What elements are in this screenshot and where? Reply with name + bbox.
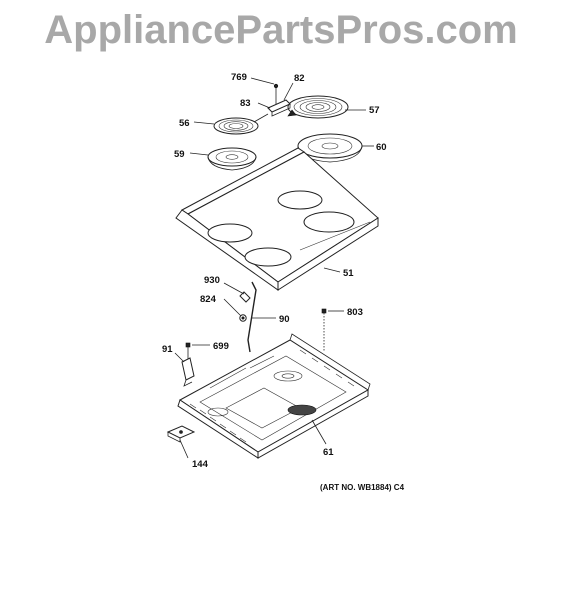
surface-unit-56[interactable] — [213, 113, 269, 135]
callout-144[interactable]: 144 — [192, 459, 209, 470]
callout-83[interactable]: 83 — [240, 98, 251, 109]
callout-59[interactable]: 59 — [174, 149, 185, 160]
wire-ground-90[interactable] — [239, 281, 257, 353]
art-number: (ART NO. WB1884) C4 — [320, 483, 405, 492]
watermark-logo: AppliancePartsPros.com — [44, 8, 518, 52]
callout-51[interactable]: 51 — [343, 268, 354, 279]
callout-91[interactable]: 91 — [162, 344, 173, 355]
callout-61[interactable]: 61 — [323, 447, 334, 458]
screw-803[interactable] — [321, 308, 327, 352]
cooktop-51[interactable] — [175, 147, 379, 291]
callout-930[interactable]: 930 — [204, 275, 220, 286]
bracket-144[interactable] — [166, 425, 196, 443]
callout-82[interactable]: 82 — [294, 73, 305, 84]
part-callouts: 769 82 83 57 56 59 60 51 930 824 90 803 … — [162, 72, 387, 470]
callout-60[interactable]: 60 — [376, 142, 387, 153]
screw-769 — [273, 83, 279, 89]
screw-699[interactable] — [185, 342, 191, 360]
drip-pan-59[interactable] — [207, 147, 257, 171]
receptacle-83[interactable] — [267, 83, 291, 117]
callout-56[interactable]: 56 — [179, 118, 190, 129]
surface-unit-57[interactable] — [287, 95, 349, 119]
callout-803[interactable]: 803 — [347, 307, 363, 318]
callout-57[interactable]: 57 — [369, 105, 380, 116]
clip-930 — [239, 291, 251, 303]
callout-769[interactable]: 769 — [231, 72, 247, 83]
callout-824[interactable]: 824 — [200, 294, 217, 305]
bracket-91[interactable] — [181, 357, 195, 387]
drip-pan-60[interactable] — [297, 133, 363, 163]
leader-lines — [174, 77, 374, 459]
callout-699[interactable]: 699 — [213, 341, 229, 352]
burner-box-61[interactable] — [177, 333, 371, 459]
callout-90[interactable]: 90 — [279, 314, 290, 325]
